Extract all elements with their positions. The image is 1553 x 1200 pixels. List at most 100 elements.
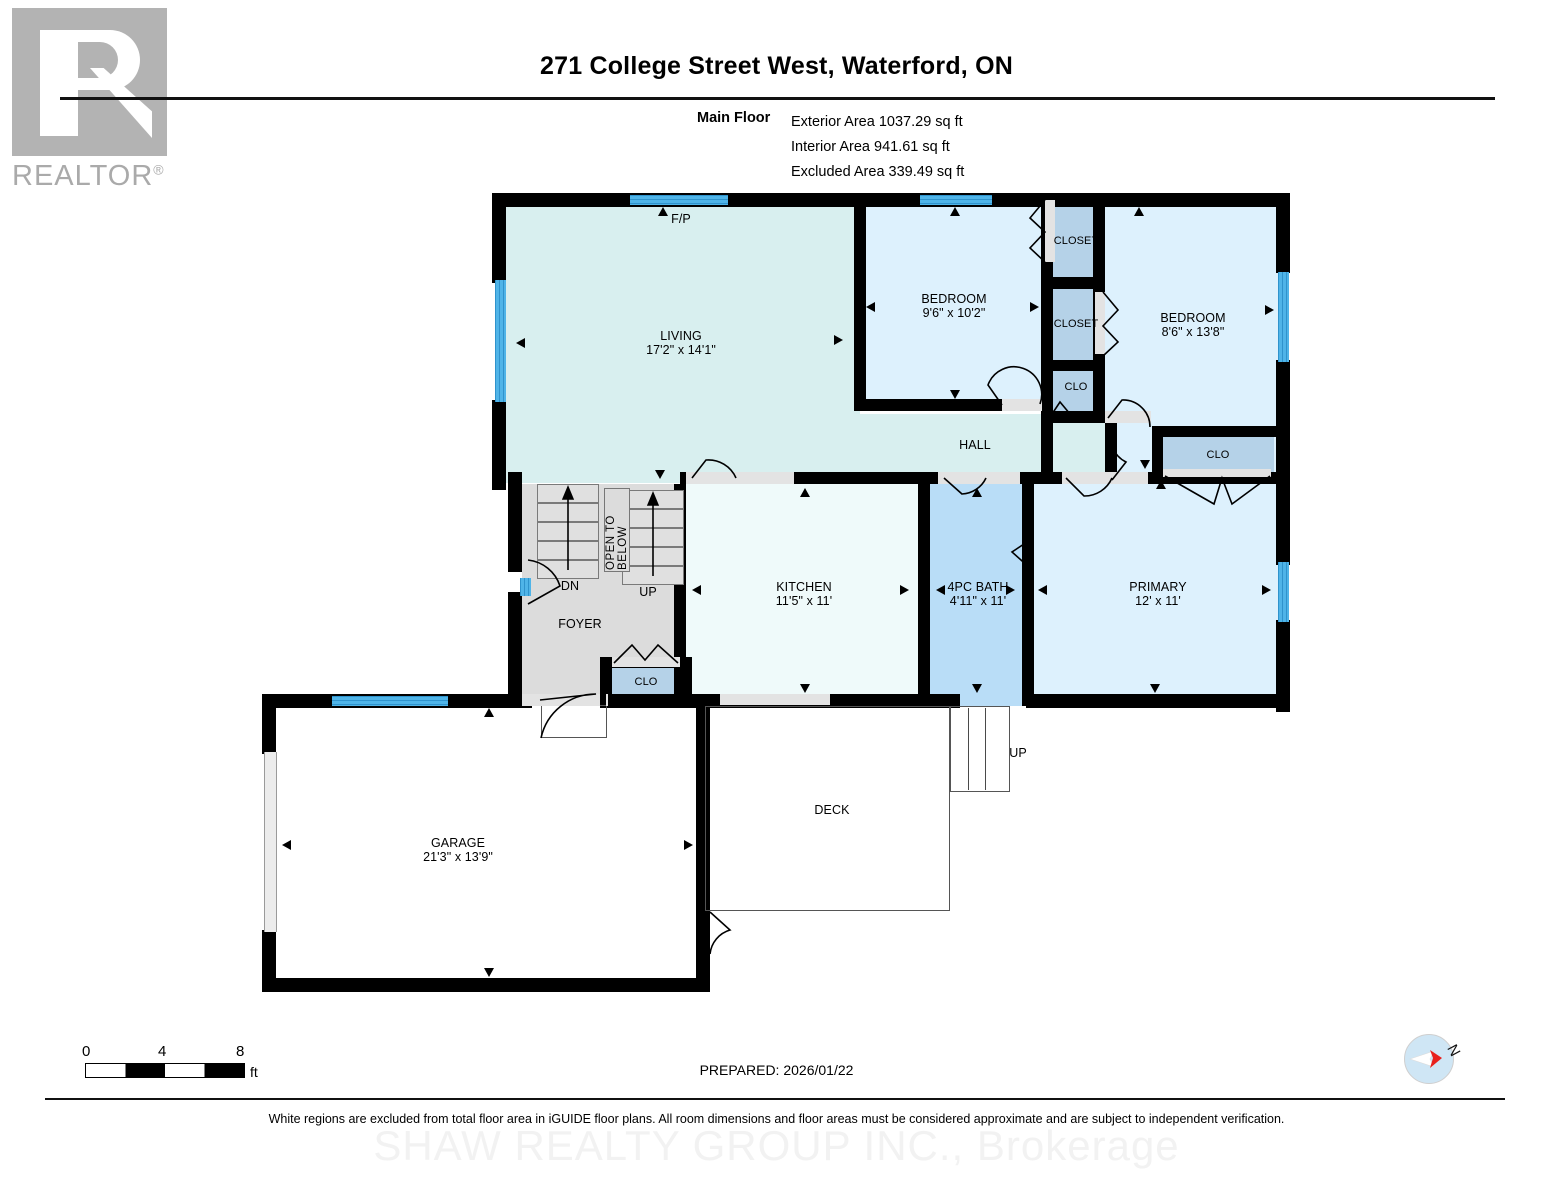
dim-arrow-living-right <box>834 335 843 345</box>
dim-arrow-bed2-up <box>1134 207 1144 216</box>
room-kitchen-fill <box>686 484 922 706</box>
label-deck: DECK <box>814 803 850 817</box>
dim-arrow-garage-down <box>484 968 494 977</box>
deck-outline <box>705 706 950 911</box>
door-gap-foyer-exterior <box>606 694 608 706</box>
interior-area: Interior Area 941.61 sq ft <box>791 139 950 155</box>
label-closet-top: CLOSET <box>1053 235 1099 247</box>
realtor-wordmark: REALTOR® <box>12 160 165 193</box>
entry-stoop-outline <box>541 705 607 738</box>
clo-right-fill <box>1162 437 1274 475</box>
dim-arrow-primary-down <box>1150 684 1160 693</box>
label-garage-name: GARAGE <box>430 836 486 850</box>
window-living-left <box>495 280 506 402</box>
disclaimer-text: White regions are excluded from total fl… <box>268 1112 1285 1126</box>
scale-label-4: 4 <box>158 1043 167 1060</box>
prepared-date: PREPARED: 2026/01/22 <box>699 1062 854 1078</box>
wall-right-upper-b <box>1276 360 1290 565</box>
wall-garage-left-a <box>262 694 276 754</box>
label-closet-mid: CLOSET <box>1053 318 1099 330</box>
label-garage-dims: 21'3" x 13'9" <box>423 850 493 864</box>
wall-right-upper-a <box>1276 193 1290 273</box>
label-bedroom2-name: BEDROOM <box>1160 311 1226 325</box>
stair-tread-dn-5 <box>537 560 599 579</box>
label-primary: PRIMARY 12' x 11' <box>1098 580 1218 608</box>
scale-label-0: 0 <box>82 1043 91 1060</box>
door-gap-bath-hall <box>938 472 1020 484</box>
wall-bottom-c <box>1026 694 1290 708</box>
stair-tread-dn-2 <box>537 503 599 522</box>
label-bath-dims: 4'11" x 11' <box>949 594 1007 608</box>
wall-kitchen-bath <box>918 484 930 706</box>
dim-arrow-bath-right <box>1006 585 1015 595</box>
label-primary-name: PRIMARY <box>1129 580 1187 594</box>
wall-living-bedroom <box>854 193 866 411</box>
label-kitchen-dims: 11'5" x 11' <box>775 594 833 608</box>
label-kitchen-name: KITCHEN <box>776 580 832 594</box>
dim-arrow-garage-up <box>484 708 494 717</box>
dim-arrow-bed1-left <box>866 302 875 312</box>
label-kitchen: KITCHEN 11'5" x 11' <box>742 580 866 608</box>
closet-mid-fill <box>1053 288 1098 363</box>
door-gap-entry <box>522 694 600 706</box>
window-garage-top <box>332 696 448 706</box>
stair-tread-dn-3 <box>537 522 599 541</box>
stair-tread-up-2 <box>622 509 684 528</box>
wall-top-exterior <box>492 193 1290 207</box>
label-garage: GARAGE 21'3" x 13'9" <box>396 836 520 864</box>
dim-arrow-living-up <box>658 207 668 216</box>
label-bedroom1-name: BEDROOM <box>921 292 987 306</box>
realtor-logo: REALTOR® <box>12 8 180 198</box>
label-fireplace: F/P <box>671 212 691 226</box>
stair-tread-up-5 <box>622 566 684 585</box>
compass-needle-icon <box>1409 1050 1442 1068</box>
wall-right-lower <box>1276 620 1290 712</box>
label-bath: 4PC BATH 4'11" x 11' <box>918 580 1038 608</box>
dim-arrow-primary-left <box>1038 585 1047 595</box>
dim-arrow-kitchen-right <box>900 585 909 595</box>
label-bedroom1-dims: 9'6" x 10'2" <box>922 306 986 320</box>
dim-arrow-kitchen-down <box>800 684 810 693</box>
floor-label: Main Floor <box>697 110 771 126</box>
floor-plan-canvas: OPEN TO BELOW <box>262 193 1290 992</box>
dim-arrow-clo-right-up <box>1156 480 1166 489</box>
door-gap-closet-top <box>1045 200 1055 262</box>
wall-bath-primary-b <box>1022 568 1034 706</box>
stair-tread-dn-1 <box>537 484 599 503</box>
window-bedroom1-top <box>920 195 992 205</box>
label-clo-right: CLO <box>1206 449 1230 461</box>
label-primary-dims: 12' x 11' <box>1135 594 1181 608</box>
wall-left-upper-b <box>492 400 506 490</box>
wall-garage-right <box>696 706 710 992</box>
label-foyer: FOYER <box>558 617 602 631</box>
excluded-area: Excluded Area 339.49 sq ft <box>791 164 965 180</box>
window-bedroom2-right <box>1278 272 1289 362</box>
door-gap-bedroom1 <box>1002 399 1042 411</box>
page-title: 271 College Street West, Waterford, ON <box>540 52 1013 80</box>
dim-arrow-bed1-right <box>1030 302 1039 312</box>
door-gap-clo-foyer <box>612 657 680 667</box>
room-garage-fill <box>272 703 702 991</box>
window-primary-right <box>1278 562 1289 622</box>
dim-arrow-kitchen-up <box>800 488 810 497</box>
door-gap-kitchen-deck <box>720 694 830 705</box>
scale-bar <box>85 1063 245 1078</box>
label-deck-up: UP <box>1009 746 1027 760</box>
label-bath-name: 4PC BATH <box>947 580 1009 594</box>
dim-arrow-bath-left <box>936 585 945 595</box>
wall-bedroom1-bottom <box>854 399 1006 411</box>
wall-closet-right-a <box>1093 193 1105 278</box>
compass-rose: N <box>1400 1030 1463 1086</box>
brokerage-watermark: SHAW REALTY GROUP INC., Brokerage <box>373 1122 1180 1169</box>
wall-closet-divider-2 <box>1041 360 1105 371</box>
dim-arrow-living-down <box>655 470 665 479</box>
dim-arrow-bed2-right <box>1265 305 1274 315</box>
wall-garage-left-b <box>262 930 276 992</box>
wall-garage-bottom <box>262 978 710 992</box>
room-bath-fill <box>930 484 1026 706</box>
dim-arrow-garage-left <box>282 840 291 850</box>
wall-closet-right-c <box>1093 371 1105 423</box>
door-gap-closet-mid <box>1095 292 1105 354</box>
deck-tread-line-2 <box>985 708 987 790</box>
label-clo-low: CLO <box>1064 381 1088 393</box>
